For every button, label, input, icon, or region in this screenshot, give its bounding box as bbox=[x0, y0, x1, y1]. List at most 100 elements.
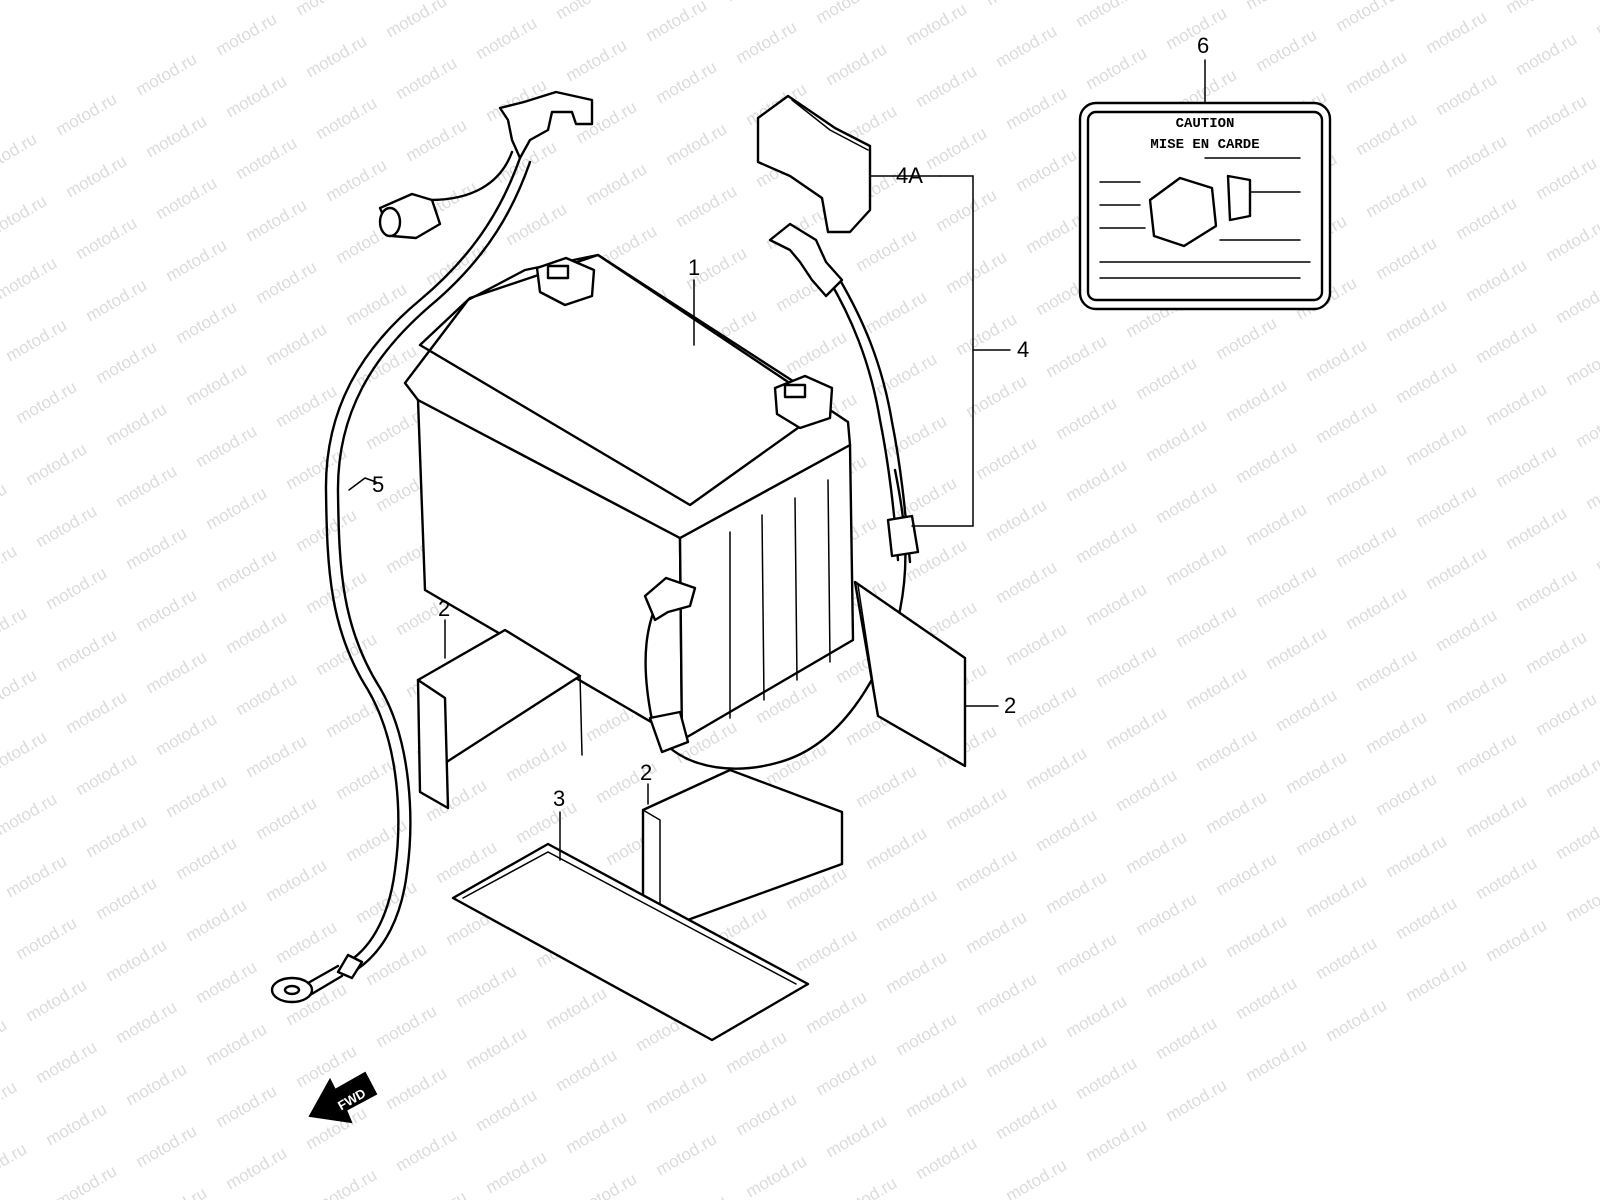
watermark-text: motod.ru bbox=[1563, 875, 1600, 925]
watermark-text: motod.ru bbox=[1053, 929, 1121, 979]
callout-6: 6 bbox=[1197, 33, 1209, 58]
watermark-text: motod.ru bbox=[1483, 379, 1551, 429]
watermark-text: motod.ru bbox=[1563, 339, 1600, 389]
watermark-text: motod.ru bbox=[983, 0, 1051, 9]
watermark-text: motod.ru bbox=[313, 1165, 381, 1200]
watermark-text: motod.ru bbox=[553, 0, 621, 23]
watermark-text: motod.ru bbox=[1193, 725, 1261, 775]
watermark-text: motod.ru bbox=[463, 1023, 531, 1073]
part-2-cushion-left[interactable] bbox=[416, 628, 583, 810]
watermark-text: motod.ru bbox=[0, 603, 30, 653]
watermark-text: motod.ru bbox=[233, 669, 301, 719]
watermark-text: motod.ru bbox=[723, 1027, 791, 1077]
watermark-text: motod.ru bbox=[953, 845, 1021, 895]
watermark-text: motod.ru bbox=[0, 665, 40, 715]
watermark-text: motod.ru bbox=[1053, 393, 1121, 443]
watermark-text: motod.ru bbox=[553, 1045, 621, 1095]
part-1-battery[interactable] bbox=[403, 253, 907, 770]
watermark-text: motod.ru bbox=[1363, 171, 1431, 221]
watermark-text: motod.ru bbox=[53, 89, 121, 139]
watermark-text: motod.ru bbox=[473, 13, 541, 63]
watermark-text: motod.ru bbox=[223, 1143, 291, 1193]
watermark-text: motod.ru bbox=[1343, 583, 1411, 633]
watermark-text: motod.ru bbox=[1533, 153, 1600, 203]
watermark-text: motod.ru bbox=[343, 279, 411, 329]
watermark-text: motod.ru bbox=[1593, 0, 1600, 39]
watermark-text: motod.ru bbox=[1143, 415, 1211, 465]
watermark-text: motod.ru bbox=[903, 0, 971, 49]
watermark-text: motod.ru bbox=[983, 1031, 1051, 1081]
watermark-text: motod.ru bbox=[0, 1139, 30, 1189]
part-4-positive-cable[interactable] bbox=[756, 94, 920, 564]
watermark-text: motod.ru bbox=[863, 287, 931, 337]
watermark-text: motod.ru bbox=[943, 783, 1011, 833]
watermark-text: motod.ru bbox=[873, 885, 941, 935]
watermark-text: motod.ru bbox=[133, 49, 201, 99]
watermark-text: motod.ru bbox=[563, 35, 631, 85]
watermark-text: motod.ru bbox=[1093, 641, 1161, 691]
part-6-caution-label[interactable]: CAUTION MISE EN CARDE bbox=[1078, 101, 1332, 311]
watermark-text: motod.ru bbox=[653, 57, 721, 107]
callout-4a: 4A bbox=[896, 163, 923, 188]
watermark-text: motod.ru bbox=[1103, 703, 1171, 753]
watermark-text: motod.ru bbox=[0, 541, 20, 591]
watermark-text: motod.ru bbox=[663, 119, 731, 169]
caution-label-line1: CAUTION bbox=[1176, 116, 1235, 132]
watermark-text: motod.ru bbox=[53, 1161, 121, 1200]
watermark-text: motod.ru bbox=[1223, 911, 1291, 961]
watermark-text: motod.ru bbox=[203, 1019, 271, 1069]
watermark-text: motod.ru bbox=[73, 749, 141, 799]
callout-2-bottom: 2 bbox=[640, 760, 652, 785]
leader-lines bbox=[348, 59, 1206, 861]
watermark-text: motod.ru bbox=[1243, 499, 1311, 549]
watermark-text: motod.ru bbox=[903, 1071, 971, 1121]
watermark-text: motod.ru bbox=[483, 1147, 551, 1197]
watermark-text: motod.ru bbox=[1033, 805, 1101, 855]
watermark-text: motod.ru bbox=[1023, 743, 1091, 793]
watermark-text: motod.ru bbox=[63, 151, 131, 201]
watermark-text: motod.ru bbox=[1553, 277, 1600, 327]
part-2-cushion-bottom[interactable] bbox=[641, 768, 844, 932]
watermark-text: motod.ru bbox=[203, 483, 271, 533]
watermark-text: motod.ru bbox=[993, 557, 1061, 607]
watermark-text: motod.ru bbox=[1403, 419, 1471, 469]
watermark-text: motod.ru bbox=[1133, 889, 1201, 939]
watermark-text: motod.ru bbox=[1043, 867, 1111, 917]
watermark-text: motod.ru bbox=[383, 0, 451, 41]
watermark-text: motod.ru bbox=[233, 133, 301, 183]
watermark-text: motod.ru bbox=[583, 159, 651, 209]
watermark-text: motod.ru bbox=[213, 545, 281, 595]
part-5-negative-cable[interactable] bbox=[270, 90, 594, 1004]
watermark-text: motod.ru bbox=[43, 563, 111, 613]
watermark-text: motod.ru bbox=[663, 1191, 731, 1200]
watermark-text: motod.ru bbox=[1263, 623, 1331, 673]
callout-1: 1 bbox=[688, 255, 700, 280]
callout-5: 5 bbox=[372, 472, 384, 497]
watermark-text: motod.ru bbox=[373, 1001, 441, 1051]
watermark-text: motod.ru bbox=[1373, 233, 1441, 283]
watermark-text: motod.ru bbox=[1043, 331, 1111, 381]
watermark-text: motod.ru bbox=[983, 495, 1051, 545]
watermark-text: motod.ru bbox=[213, 9, 281, 59]
watermark-text: motod.ru bbox=[1553, 813, 1600, 863]
watermark-text: motod.ru bbox=[503, 735, 571, 785]
watermark-text: motod.ru bbox=[143, 1183, 211, 1200]
watermark-text: motod.ru bbox=[1153, 477, 1221, 527]
watermark-text: motod.ru bbox=[263, 855, 331, 905]
watermark-text: motod.ru bbox=[1143, 951, 1211, 1001]
watermark-text: motod.ru bbox=[353, 877, 421, 927]
watermark-text: motod.ru bbox=[1433, 69, 1501, 119]
watermark-text: motod.ru bbox=[1543, 751, 1600, 801]
watermark-text: motod.ru bbox=[1323, 459, 1391, 509]
caution-label-illustration bbox=[1099, 157, 1311, 279]
watermark-text: motod.ru bbox=[3, 851, 71, 901]
watermark-text: motod.ru bbox=[1443, 667, 1511, 717]
watermark-text: motod.ru bbox=[1383, 831, 1451, 881]
watermark-text: motod.ru bbox=[183, 895, 251, 945]
part-3-battery-tray[interactable] bbox=[451, 842, 810, 1042]
part-2-cushion-right[interactable] bbox=[853, 580, 967, 768]
watermark-text: motod.ru bbox=[403, 1187, 471, 1200]
watermark-text: motod.ru bbox=[833, 1173, 901, 1200]
watermark-text: motod.ru bbox=[923, 123, 991, 173]
